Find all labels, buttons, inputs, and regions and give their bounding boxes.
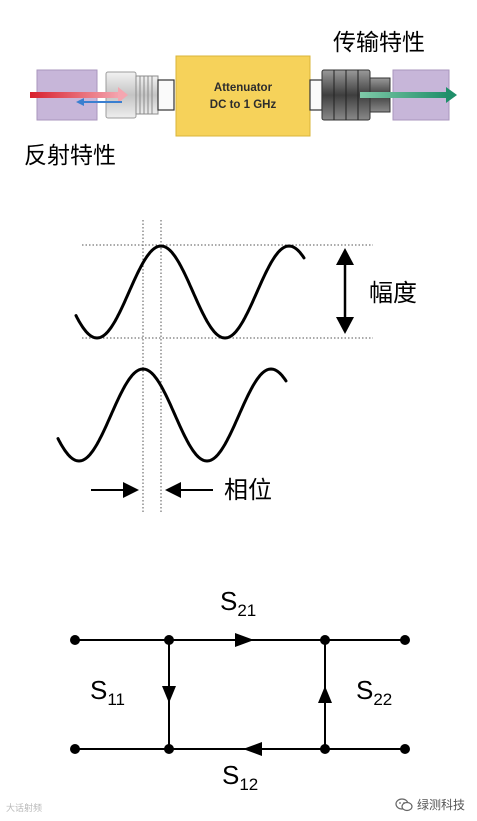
attenuator-label-line2: DC to 1 GHz [210,99,277,111]
phase-arrow-left [91,482,139,498]
s12-direction-arrow [243,742,262,756]
node-bottom-left [164,744,174,754]
node-a2 [400,744,410,754]
reflected-arrow [76,98,122,106]
phase-arrow-right [165,482,213,498]
s22-sub: 22 [373,690,392,709]
phase-label: 相位 [224,476,272,504]
watermark-left: 大话射频 [6,801,42,814]
node-top-left [164,635,174,645]
node-top-right [320,635,330,645]
transmission-label: 传输特性 [333,30,425,56]
node-bottom-right [320,744,330,754]
s11-sub: 11 [107,690,125,709]
s22-label: S22 [356,675,392,709]
s21-label: S21 [220,586,256,620]
waveform-figure: 幅度 相位 [56,220,417,513]
amplitude-label: 幅度 [369,279,417,307]
transmitted-arrow [360,87,457,103]
watermark-right: 绿测科技 [395,796,465,813]
watermark-right-text: 绿测科技 [416,798,465,812]
attenuator-body [175,55,311,137]
attenuator-setup: Attenuator DC to 1 GHz 反射特性 传输特性 [24,30,457,169]
s22-direction-arrow [318,686,332,703]
wechat-icon [395,797,413,811]
s11-main: S [90,675,107,705]
node-a1 [70,635,80,645]
node-b1 [70,744,80,754]
attenuator-label-line1: Attenuator [214,82,273,94]
shifted-sine-wave [56,367,288,463]
reflection-label: 反射特性 [24,143,116,169]
reference-sine-wave [74,244,306,340]
s11-label: S11 [90,675,125,709]
s21-sub: 21 [237,601,256,620]
s21-direction-arrow [235,633,254,647]
incident-arrow [30,87,128,103]
s12-label: S12 [222,760,258,794]
s12-sub: 12 [239,775,258,794]
node-b2 [400,635,410,645]
s22-main: S [356,675,373,705]
s-parameter-flow-graph: S21 S11 S22 S12 [70,586,410,794]
s21-main: S [220,586,237,616]
amplitude-double-arrow [336,248,354,334]
s12-main: S [222,760,239,790]
watermark-left-text: 大话射频 [6,804,43,814]
s11-direction-arrow [162,686,176,703]
